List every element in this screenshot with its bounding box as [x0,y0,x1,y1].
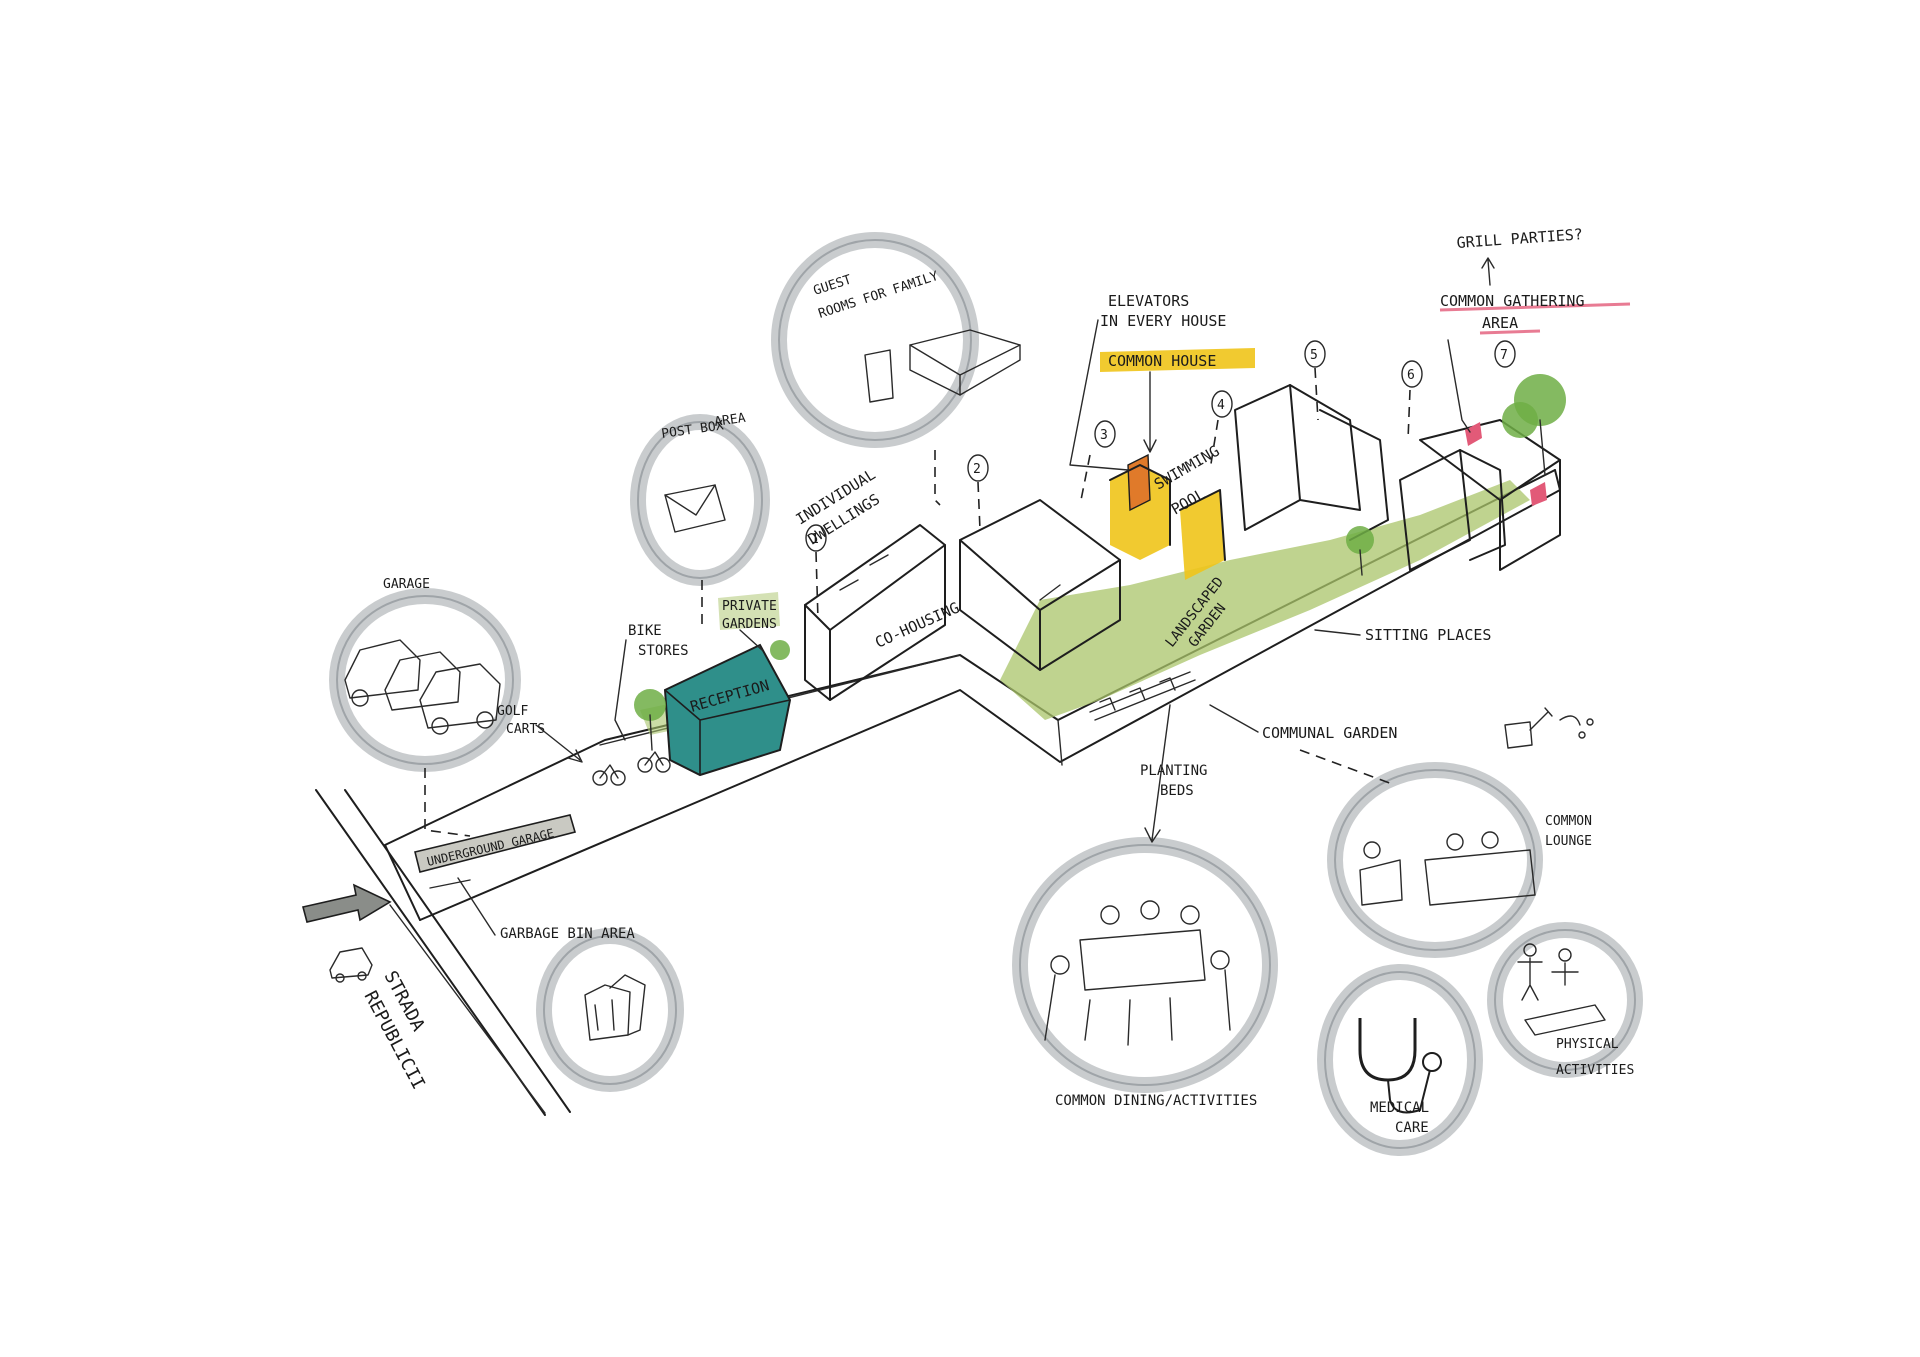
gathering-area-markers [1465,422,1547,506]
elevators-pointer [1069,319,1129,471]
physical-activities-bubble: PHYSICAL ACTIVITIES [1487,922,1643,1078]
envelope-icon [664,484,726,533]
house-number-3: 3 [1079,420,1116,506]
communal-garden-label: COMMUNAL GARDEN [1262,724,1397,742]
dining-people-icon [1044,900,1231,1046]
svg-text:4: 4 [1217,398,1225,413]
house-number-5: 5 [1304,340,1326,421]
common-dining-label: COMMON DINING/ACTIVITIES [1055,1093,1257,1109]
common-house-label: COMMON HOUSE [1108,352,1216,370]
planting-beds-label: PLANTING [1140,763,1207,779]
planting-beds-label-2: BEDS [1160,783,1194,799]
communal-garden-dashed-arrow [1299,749,1396,786]
car-icon [329,947,373,983]
bed-icon [864,329,1021,403]
bike-stores-pointer [614,639,627,741]
elevators-label: ELEVATORS [1108,292,1189,310]
physical-activities-label: PHYSICAL [1556,1037,1619,1052]
house-number-2: 2 [967,454,989,531]
common-gathering-label-group: COMMON GATHERING AREA [1439,292,1631,433]
garbage-bin-label: GARBAGE BIN AREA [500,926,635,942]
communal-garden-pointer [1209,704,1259,733]
svg-text:6: 6 [1407,368,1415,383]
physical-activities-label-2: ACTIVITIES [1556,1063,1634,1078]
bike-stores-label-2: STORES [638,643,689,659]
garage-bubble: GARAGE [329,577,521,837]
medical-care-bubble: MEDICAL CARE [1317,964,1483,1156]
house-number-1: 1 [805,524,827,621]
golf-carts-arrow [535,724,583,763]
house-number-4: 4 [1209,390,1233,471]
guest-rooms-bubble: GUEST ROOMS FOR FAMILY [771,232,1021,506]
bicycle-icon [592,751,671,786]
tree-icon [1346,526,1374,576]
house-number-6: 6 [1401,360,1423,441]
post-box-label-2: AREA [713,411,746,430]
common-gathering-label-2: AREA [1482,314,1518,332]
house-number-7: 7 [1494,340,1516,368]
garbage-bin-icon [584,974,646,1041]
street-entry-arrow-icon [302,883,392,923]
exercise-icon [1517,943,1606,1036]
elevators-label-2: IN EVERY HOUSE [1100,312,1226,330]
co-housing-block [959,499,1121,671]
common-dining-bubble: COMMON DINING/ACTIVITIES [1012,837,1278,1109]
common-house-building: SWIMMING POOL [1109,442,1226,580]
common-house-label-group: COMMON HOUSE [1100,348,1255,453]
cars-icon [344,639,501,735]
private-gardens-label-group: PRIVATE GARDENS [718,592,780,651]
lounge-people-icon [1359,831,1536,906]
reception-building: RECEPTION [663,643,792,777]
private-gardens-label: PRIVATE [722,599,777,614]
private-gardens-label-2: GARDENS [722,617,777,632]
swimming-pool-label: SWIMMING [1151,442,1223,494]
street-edge [315,789,571,1116]
post-box-bubble: POST BOX AREA [630,411,770,625]
underground-garage: UNDERGROUND GARAGE [414,814,577,889]
grill-parties-label: GRILL PARTIES? [1456,225,1583,252]
golf-carts-label: GOLF [497,704,528,719]
stethoscope-icon [1358,1018,1442,1114]
common-lounge-label-2: LOUNGE [1545,834,1592,849]
grill-parties-arrow [1481,257,1495,286]
svg-text:2: 2 [973,462,981,477]
svg-text:3: 3 [1100,428,1108,443]
house-number-markers: 1 2 3 4 5 6 7 [805,340,1516,621]
sitting-places-label: SITTING PLACES [1365,626,1491,644]
common-lounge-label: COMMON [1545,814,1592,829]
garbage-bin-bubble: GARBAGE BIN AREA [457,877,684,1092]
tree-icon [1502,374,1566,476]
common-lounge-bubble: COMMON LOUNGE [1327,762,1592,958]
tree-icon [770,640,790,660]
watering-can-icon [1504,707,1594,749]
medical-care-label: MEDICAL [1370,1100,1429,1116]
garage-label: GARAGE [383,577,430,592]
planting-beds [1089,671,1196,721]
svg-text:7: 7 [1500,348,1508,363]
landscaped-garden-area [1000,480,1530,720]
common-gathering-label: COMMON GATHERING [1440,292,1585,310]
medical-care-label-2: CARE [1395,1120,1429,1136]
planting-beds-arrow [1144,704,1171,843]
tree-icon [634,689,666,751]
svg-text:1: 1 [811,532,819,547]
individual-dwellings [804,524,946,701]
svg-text:5: 5 [1310,348,1318,363]
bike-stores-label: BIKE [628,623,662,639]
golf-carts-label-2: CARTS [506,722,545,737]
sitting-places-pointer [1314,629,1361,636]
